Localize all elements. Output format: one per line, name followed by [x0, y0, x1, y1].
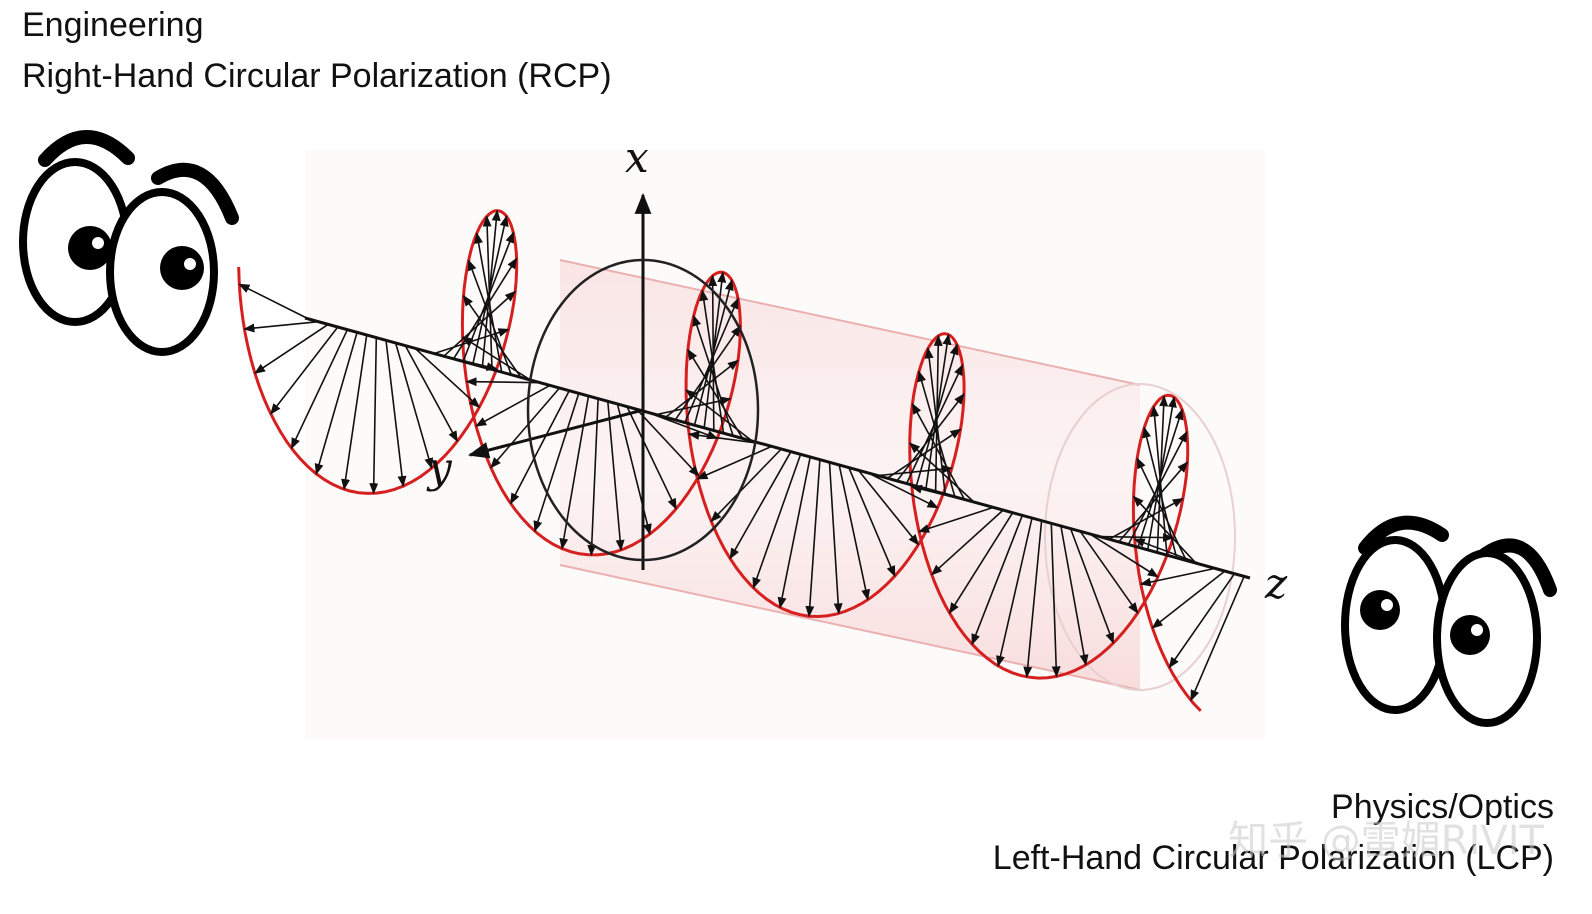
top-left-caption: Engineering Right-Hand Circular Polariza… [22, 0, 612, 102]
field-vector-arrow [687, 430, 763, 445]
lcp-label: Left-Hand Circular Polarization (LCP) [992, 839, 1554, 877]
field-vector-arrow [1050, 523, 1061, 678]
field-vector-arrow [587, 398, 599, 557]
field-vector-arrow [708, 274, 718, 431]
field-vector-arrow [857, 469, 920, 546]
googly-eyes-icon [19, 130, 239, 356]
field-vector-arrow [848, 467, 896, 578]
field-vector-arrow [462, 294, 522, 378]
field-vector-arrow [253, 323, 329, 374]
field-vector-arrow [729, 451, 792, 560]
x-axis-label: x [625, 133, 649, 182]
helix-group [237, 209, 1245, 712]
field-vector-arrow [474, 232, 503, 373]
field-vector-arrow [461, 336, 532, 381]
field-vector-arrow [908, 442, 975, 503]
field-vector-arrow [607, 401, 625, 552]
field-vector-arrow [687, 348, 744, 439]
field-vector-arrow [1089, 533, 1159, 578]
field-vector-arrow [626, 406, 677, 510]
field-vector-arrow [314, 332, 358, 475]
rcp-label: Right-Hand Circular Polarization (RCP) [22, 57, 612, 95]
axes: x y z [304, 133, 1288, 608]
googly-eyes-icon [1341, 515, 1557, 727]
field-vector-arrow [1168, 573, 1236, 669]
field-vector-arrow [665, 359, 739, 418]
field-vector-arrow [838, 464, 871, 601]
field-vector-arrow [1060, 525, 1089, 666]
reference-circle [526, 258, 760, 562]
field-vector-arrow [752, 454, 802, 589]
field-vector-arrow [805, 459, 821, 618]
field-vector-arrow [948, 512, 1014, 615]
field-vector-arrow [917, 370, 956, 498]
field-vector-arrow [828, 462, 843, 615]
field-vector-arrow [777, 456, 811, 609]
field-vector-arrow [655, 396, 732, 416]
field-vector-arrow [685, 389, 753, 442]
field-vector-arrow [886, 428, 962, 479]
field-vector-arrow [1023, 520, 1043, 679]
field-vector-arrow [385, 340, 407, 488]
field-vector-arrow [1069, 528, 1115, 645]
field-vector-arrow [270, 326, 339, 415]
field-vector-arrow [490, 387, 561, 469]
field-vector-arrow [996, 517, 1033, 668]
field-vector-arrow [414, 347, 481, 408]
cylinder [559, 259, 1236, 691]
field-vector-arrow [1190, 576, 1245, 702]
field-vector-arrow [911, 402, 966, 500]
field-vector-arrow [443, 290, 517, 357]
field-vector-arrow [509, 390, 570, 505]
field-vector-arrow [867, 472, 939, 509]
field-vector-arrow [467, 259, 513, 376]
field-vector-arrow [533, 393, 580, 533]
field-vector-arrow [341, 334, 368, 491]
field-vector-arrow [238, 283, 310, 320]
field-vector-arrow [394, 342, 434, 470]
field-vector-arrow [475, 384, 551, 427]
field-vector-arrow [404, 345, 459, 443]
bottom-right-caption: Physics/Optics Left-Hand Circular Polari… [993, 782, 1554, 884]
field-vector-arrow [1108, 497, 1184, 540]
field-vector-arrow [1151, 570, 1226, 629]
field-vector-arrow [1156, 395, 1169, 553]
field-vector-arrow [917, 506, 994, 533]
field-vector-arrow [699, 289, 725, 434]
field-vector-arrow [636, 408, 700, 477]
field-vector-arrow [696, 445, 773, 480]
field-vector-arrow [692, 314, 734, 437]
engineering-label: Engineering [22, 6, 204, 44]
field-vector-arrow [1099, 533, 1175, 543]
z-axis [304, 316, 1251, 580]
field-vector-arrow [482, 215, 493, 370]
z-axis-label: z [1264, 559, 1288, 608]
field-vector-arrow [369, 337, 379, 495]
field-vector-arrow [930, 509, 1004, 576]
field-vector-arrow [290, 329, 349, 450]
field-vector-arrow [1132, 495, 1197, 564]
y-axis [467, 408, 644, 459]
field-vector-arrow [1079, 530, 1139, 614]
field-vector-arrow [465, 377, 541, 387]
field-vector-arrow [971, 515, 1024, 646]
field-vector-arrow [1139, 567, 1216, 587]
physics-optics-label: Physics/Optics [1331, 788, 1554, 826]
y-axis-label: y [426, 443, 453, 492]
field-vector-arrow [243, 320, 319, 333]
field-vector-arrow [710, 448, 782, 523]
field-vector-arrow [924, 347, 946, 495]
field-vector-arrow [933, 334, 943, 492]
